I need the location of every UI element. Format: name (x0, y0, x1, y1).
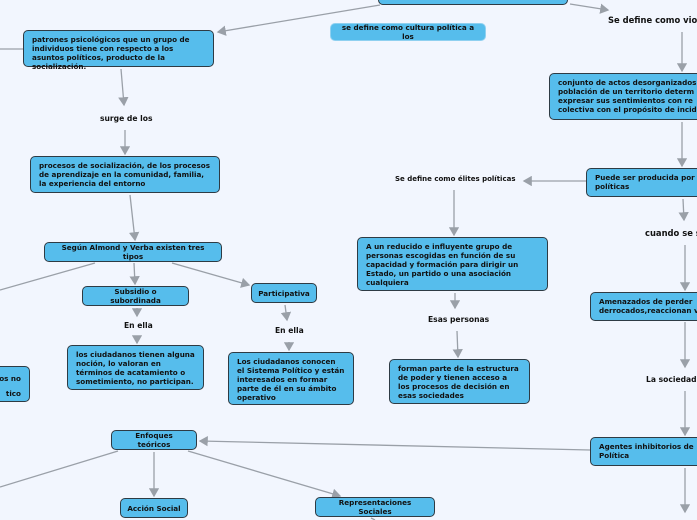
elites-label: Se define como élites políticas (395, 175, 516, 183)
procesos-node[interactable]: procesos de socialización, de los proces… (30, 156, 220, 193)
agentes-node[interactable]: Agentes inhibitorios de Política (590, 437, 697, 466)
esas-personas-label: Esas personas (428, 315, 490, 324)
participativa-desc-node[interactable]: Los ciudadanos conocen el Sistema Políti… (228, 352, 354, 405)
en-ella-label: En ella (275, 326, 304, 335)
subsidio-node[interactable]: Subsidio o subordinada (82, 286, 189, 306)
segun-node[interactable]: Según Almond y Verba existen tres tipos (44, 242, 222, 262)
surge-label: surge de los (100, 114, 153, 123)
accion-social-node[interactable]: Acción Social (120, 498, 188, 518)
left-partial-node[interactable]: os no tico (0, 366, 30, 402)
forman-node[interactable]: forman parte de la estructura de poder y… (389, 359, 530, 404)
sociedad-label: La sociedad (646, 375, 697, 384)
conjunto-node[interactable]: conjunto de actos desorganizados poblaci… (549, 73, 697, 120)
patrones-node[interactable]: patrones psicológicos que un grupo de in… (23, 30, 214, 71)
violencia-label: Se define como viol (608, 15, 697, 25)
en-ella-label: En ella (124, 321, 153, 330)
participativa-node[interactable]: Participativa (251, 283, 317, 303)
top-concept-node[interactable] (378, 0, 568, 5)
puede-node[interactable]: Puede ser producida por políticas (586, 168, 697, 197)
reducido-node[interactable]: A un reducido e influyente grupo de pers… (357, 237, 548, 291)
representaciones-node[interactable]: Representaciones Sociales (315, 497, 435, 517)
amenazados-node[interactable]: Amenazados de perder derrocados,reaccion… (590, 292, 697, 321)
left-partial-text: tico (5, 389, 21, 399)
cultura-politica-node[interactable]: se define como cultura política a los (330, 23, 486, 41)
cuando-label: cuando se s (645, 228, 697, 238)
subsidio-desc-node[interactable]: los ciudadanos tienen alguna noción, lo … (67, 345, 204, 390)
enfoques-node[interactable]: Enfoques teóricos (111, 430, 197, 450)
left-partial-text: os no (0, 374, 21, 383)
